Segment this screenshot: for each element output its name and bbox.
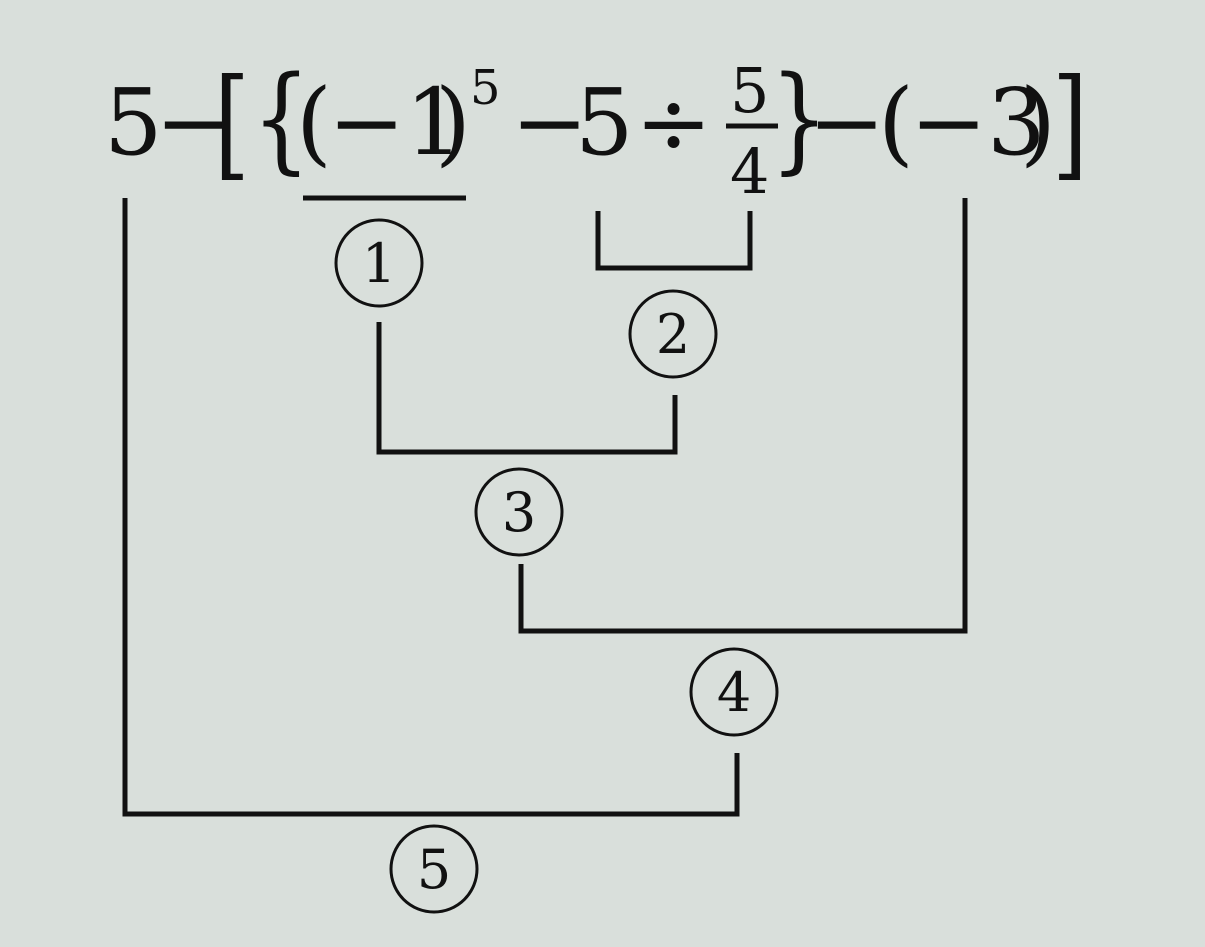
- step-3-circle: [474, 467, 564, 557]
- step-4-circle: [689, 647, 779, 737]
- term-five-2: 5: [575, 69, 634, 176]
- curly-brace-open: {: [252, 51, 311, 186]
- step-1-marker: 1: [334, 218, 424, 308]
- step-2-label: 2: [656, 303, 690, 366]
- step-1-label: 1: [362, 232, 396, 295]
- divide-sign: ÷: [635, 69, 712, 176]
- paren-open-2: (: [878, 69, 914, 176]
- paren-close-2: ): [1020, 69, 1056, 176]
- paren-open-1: (: [296, 69, 332, 176]
- step-2-circle: [628, 289, 718, 379]
- step-2-bracket: [595, 211, 753, 271]
- term-five: 5: [104, 69, 163, 176]
- step-5-circle: [389, 824, 479, 914]
- step-5-label: 5: [417, 838, 451, 901]
- paren-close-1: ): [435, 69, 471, 176]
- step-5-marker: 5: [389, 824, 479, 914]
- minus-sign-1: −: [155, 69, 232, 176]
- step-3-marker: 3: [474, 467, 564, 557]
- term-negative-one: −1: [328, 69, 464, 176]
- minus-sign-3: −: [808, 69, 885, 176]
- fraction-numerator: 5: [730, 54, 769, 127]
- curly-brace-close: }: [770, 51, 829, 186]
- step-4-bracket: [518, 198, 968, 634]
- step-2-marker: 2: [628, 289, 718, 379]
- minus-sign-2: −: [511, 69, 588, 176]
- square-bracket-open: [: [214, 54, 250, 193]
- step-1-circle: [334, 218, 424, 308]
- square-bracket-close: ]: [1052, 54, 1088, 193]
- math-expression: 5 − [ { ( −1 ) 5 − 5 ÷ 5 4 } − ( −3 ) ]: [104, 51, 1088, 208]
- fraction-denominator: 4: [730, 135, 769, 208]
- step-4-marker: 4: [689, 647, 779, 737]
- step-3-label: 3: [502, 481, 536, 544]
- term-negative-three: −3: [910, 69, 1046, 176]
- exponent-five: 5: [470, 60, 501, 116]
- step-4-label: 4: [717, 661, 751, 724]
- step-5-bracket: [122, 198, 740, 817]
- step-3-bracket: [376, 322, 678, 455]
